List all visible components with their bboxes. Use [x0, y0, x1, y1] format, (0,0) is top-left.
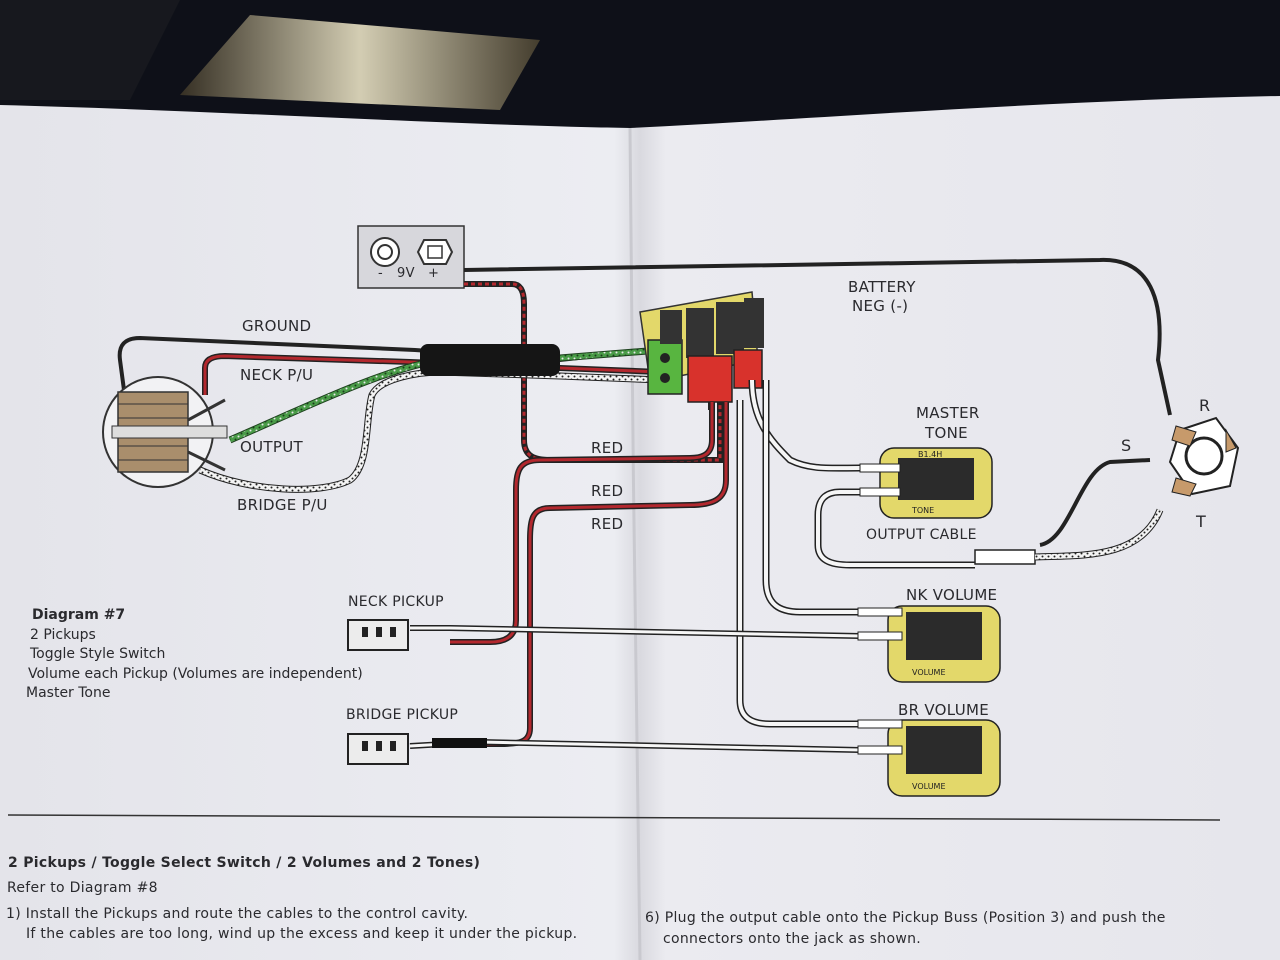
caption-line-1: 2 Pickups: [30, 626, 96, 643]
heat-shrink-sleeve: [420, 344, 560, 376]
bridge-pu-wire: [198, 368, 661, 493]
br-volume-label: BR VOLUME: [898, 701, 989, 719]
instructions-step6-line2: connectors onto the jack as shown.: [663, 931, 921, 947]
master-tone-label-line2: TONE: [925, 424, 968, 442]
red-wire-label-3: RED: [591, 515, 624, 533]
output-cable-label: OUTPUT CABLE: [866, 527, 977, 543]
battery-minus-sign: -: [378, 266, 383, 281]
glare-object: [0, 0, 540, 110]
instructions-step1-line1: 1) Install the Pickups and route the cab…: [6, 906, 469, 922]
ground-label: GROUND: [242, 317, 312, 335]
master-tone-pot: [859, 447, 993, 519]
red-wire-to-master-tone-area: [450, 402, 715, 645]
battery-neg-label-line1: BATTERY: [848, 278, 916, 296]
diagram-caption: Diagram #7 2 Pickups Toggle Style Switch…: [26, 606, 363, 704]
nk-volume-label: NK VOLUME: [906, 586, 998, 604]
section-divider: [7, 814, 1221, 821]
bridge-pu-label: BRIDGE P/U: [237, 496, 328, 514]
toggle-switch: [102, 376, 228, 488]
jack-ring-label: R: [1199, 396, 1211, 415]
battery-negative-wire: [463, 257, 1172, 416]
battery-voltage-label: 9V: [397, 266, 415, 281]
battery-plus-sign: +: [428, 266, 440, 281]
bridge-pickup-connector: [347, 733, 487, 765]
br-volume-pot-print: VOLUME: [912, 782, 946, 791]
neck-pickup-connector: [347, 619, 409, 651]
output-cable: [974, 458, 1164, 565]
neck-pickup-label: NECK PICKUP: [348, 594, 444, 610]
instructions-refer: Refer to Diagram #8: [7, 880, 158, 896]
output-label: OUTPUT: [240, 438, 303, 456]
red-wire-label-1: RED: [591, 439, 624, 457]
caption-line-2: Toggle Style Switch: [30, 646, 166, 662]
neck-pickup-cable: [410, 625, 861, 639]
instructions-step1-line2: If the cables are too long, wind up the …: [26, 926, 578, 942]
caption-line-3: Volume each Pickup (Volumes are independ…: [28, 665, 363, 682]
ground-wire: [117, 335, 651, 421]
bridge-pickup-label: BRIDGE PICKUP: [346, 707, 459, 723]
battery-9v: [357, 225, 465, 289]
master-tone-pot-code: B1.4H: [918, 450, 943, 459]
instructions-step6-line1: 6) Plug the output cable onto the Pickup…: [645, 910, 1166, 926]
nk-volume-pot: [857, 605, 1001, 683]
caption-title: Diagram #7: [32, 607, 126, 623]
red-wire-label-2: RED: [591, 482, 624, 500]
pickup-buss: [639, 291, 764, 410]
output-jack: [1168, 416, 1240, 497]
jack-tip-label: T: [1196, 512, 1207, 531]
master-tone-pot-print: TONE: [912, 506, 935, 515]
nk-volume-pot-print: VOLUME: [912, 668, 946, 677]
jack-sleeve-label: S: [1121, 436, 1132, 455]
white-wires-to-pots: [736, 379, 975, 728]
neck-pu-label: NECK P/U: [240, 366, 314, 384]
caption-line-4: Master Tone: [26, 685, 111, 701]
master-tone-label-line1: MASTER: [916, 404, 980, 422]
br-volume-pot: [857, 719, 1001, 797]
battery-neg-label-line2: NEG (-): [852, 297, 909, 315]
instructions-heading: 2 Pickups / Toggle Select Switch / 2 Vol…: [8, 855, 481, 871]
